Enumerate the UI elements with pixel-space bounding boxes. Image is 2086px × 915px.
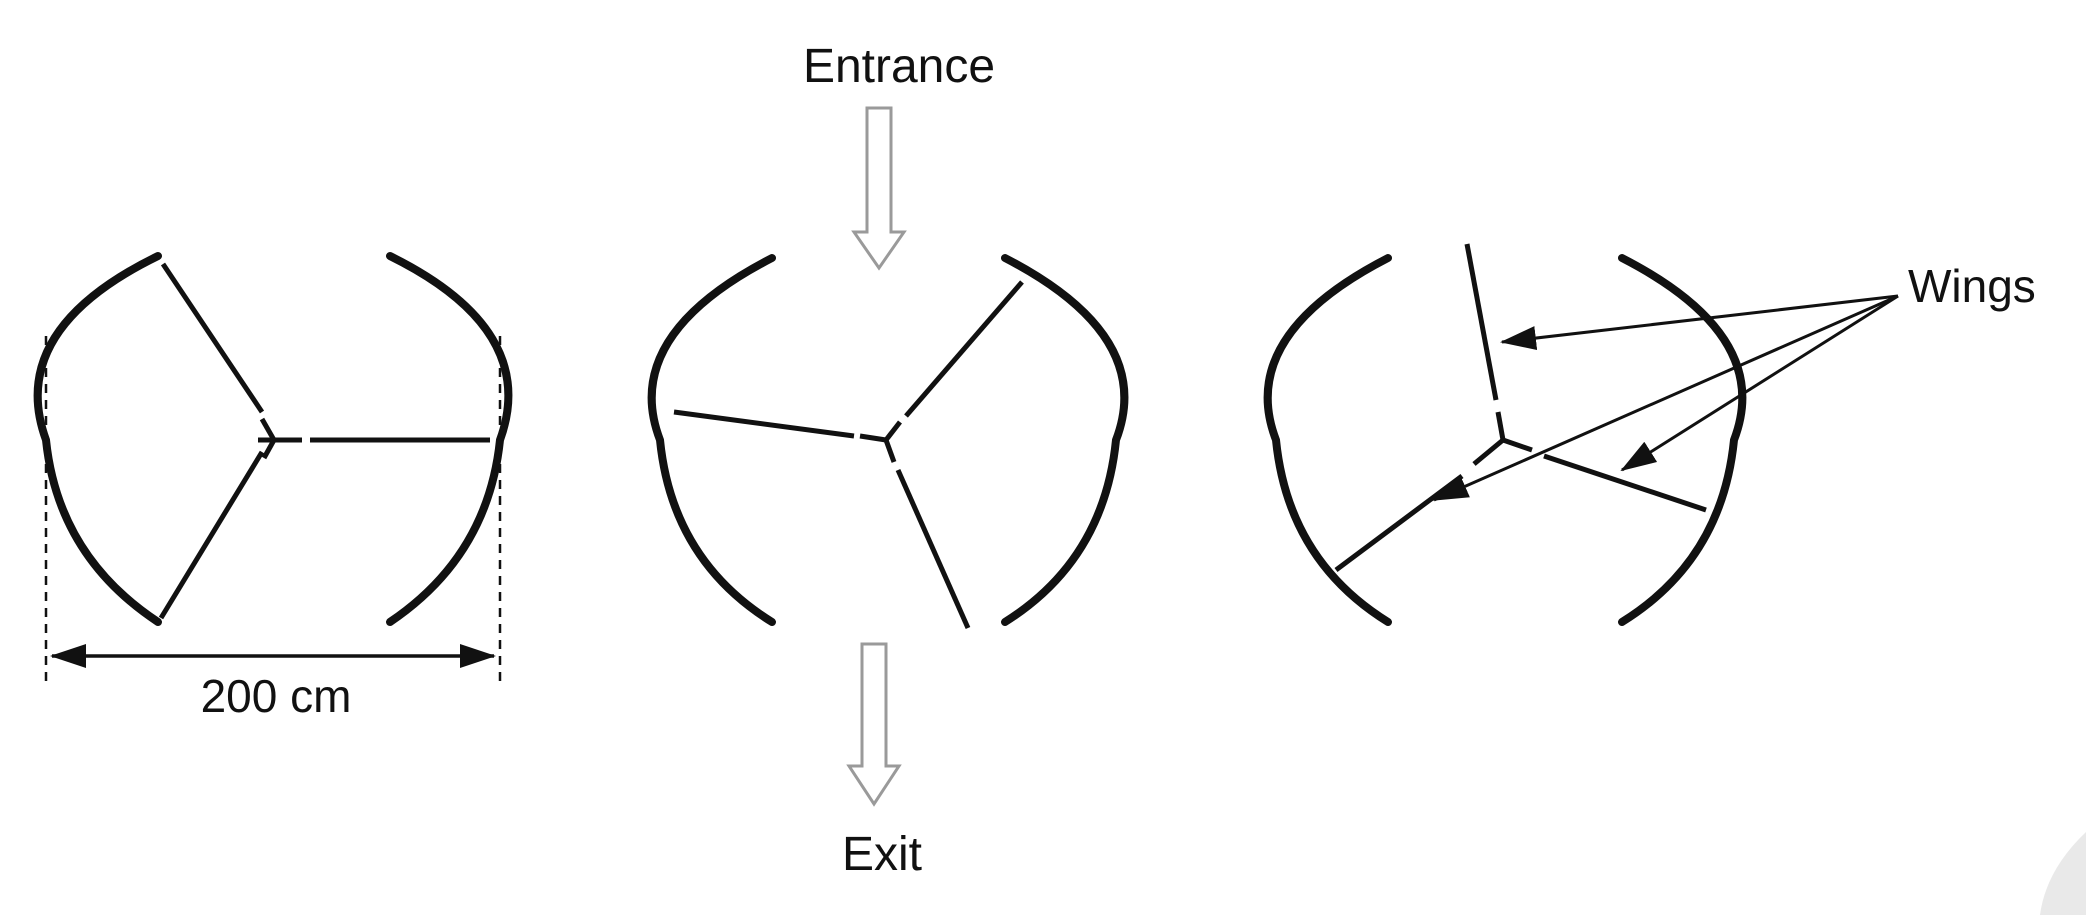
right-panel-hub-right (1502, 437, 1533, 453)
panel-right: Wings (1263, 243, 2036, 626)
right-panel-wall-left (1263, 254, 1392, 626)
middle-panel-wing-lower (895, 468, 971, 630)
page-corner-shade (2040, 832, 2086, 915)
left-panel-wing-lower (158, 450, 265, 620)
wings-callout-upper (1500, 294, 1899, 350)
left-panel-wing-upper (160, 262, 265, 414)
middle-panel-hub-lower (883, 439, 897, 463)
middle-panel-hub-upper (884, 420, 902, 442)
wings-callout-right (1620, 294, 1899, 472)
middle-panel-wall-right (1001, 254, 1129, 626)
middle-panel-wing-upper-right (904, 280, 1024, 418)
middle-panel-hub (859, 433, 887, 443)
exit-label: Exit (842, 828, 922, 881)
entrance-arrow (851, 106, 907, 271)
dimension-label: 200 cm (201, 670, 352, 722)
wings-label: Wings (1908, 260, 2036, 312)
panel-middle: Entrance Exit (647, 40, 1129, 881)
exit-arrow (846, 642, 902, 807)
entrance-label: Entrance (803, 40, 995, 93)
right-panel-wing-upper (1464, 243, 1499, 401)
wings-callout-lower (1432, 294, 1899, 502)
panel-left: 200 cm (33, 252, 513, 722)
right-panel-hub-upper (1495, 411, 1506, 441)
left-panel-hub-upper (259, 417, 277, 442)
right-panel-hub-lower (1472, 438, 1505, 466)
right-panel-wing-lower-left (1334, 473, 1464, 573)
left-panel-wall-left (33, 252, 162, 626)
middle-panel-wall-left (647, 254, 776, 626)
left-panel-hub-lower (261, 438, 277, 460)
right-panel-wall-right (1618, 254, 1747, 626)
right-panel-wing-right (1543, 453, 1707, 513)
middle-panel-wing-left (673, 409, 855, 439)
